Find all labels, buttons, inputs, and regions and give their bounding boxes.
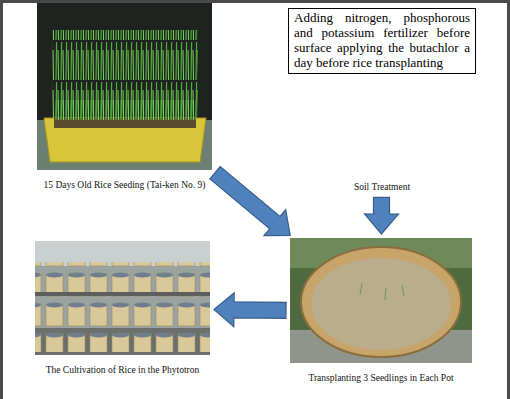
seedling-photo	[37, 3, 212, 170]
block-arrow	[214, 293, 286, 327]
caption: Soil Treatment	[354, 182, 410, 193]
caption: The Cultivation of Rice in the Phytotron	[46, 365, 200, 376]
spacer	[288, 74, 476, 172]
photo-panel: Transplanting 3 Seedlings in Each Pot	[290, 238, 472, 384]
photo-area	[290, 238, 472, 363]
photo-area	[35, 241, 210, 355]
caption: Transplanting 3 Seedlings in Each Pot	[308, 373, 453, 384]
note-box: Adding nitrogen, phosphorous and potassi…	[288, 8, 476, 74]
photo-area	[37, 3, 212, 170]
pot-photo	[290, 238, 472, 363]
phytotron-photo	[35, 241, 210, 355]
caption: 15 Days Old Rice Seeding (Tai-ken No. 9)	[44, 180, 206, 191]
block-arrow	[210, 167, 290, 236]
text-box-panel: Adding nitrogen, phosphorous and potassi…	[288, 8, 476, 193]
photo-panel: 15 Days Old Rice Seeding (Tai-ken No. 9)	[37, 3, 212, 191]
note-text: Adding nitrogen, phosphorous and potassi…	[294, 10, 470, 70]
photo-panel: The Cultivation of Rice in the Phytotron	[35, 241, 210, 376]
block-arrow	[365, 197, 399, 234]
